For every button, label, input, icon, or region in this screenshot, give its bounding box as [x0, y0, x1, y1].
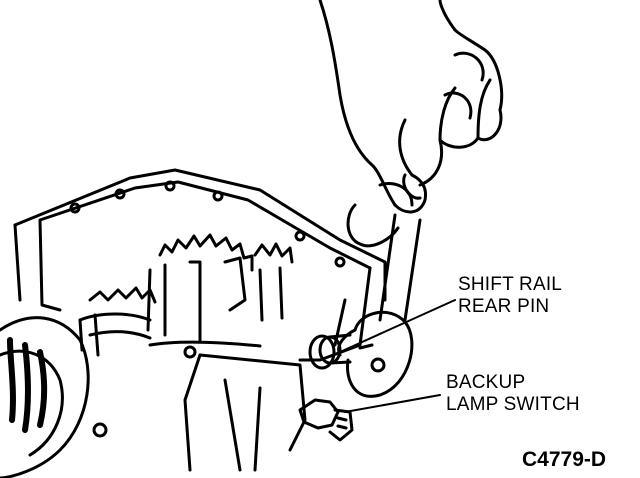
- leader-backup-switch: [344, 394, 441, 413]
- label-shift-rail-line2: REAR PIN: [458, 296, 550, 317]
- gear-cluster: [78, 233, 294, 357]
- label-backup-lamp-switch: BACKUP LAMP SWITCH: [446, 372, 580, 416]
- label-shift-rail-line1: SHIFT RAIL: [458, 274, 563, 295]
- figure-id: C4779-D: [522, 448, 607, 471]
- leader-shift-rail: [339, 299, 456, 353]
- backup-lamp-switch: [298, 398, 354, 442]
- label-shift-rail-rear-pin: SHIFT RAIL REAR PIN: [458, 274, 562, 318]
- leader-lines: [339, 299, 456, 413]
- label-backup-line1: BACKUP: [446, 372, 526, 393]
- bell-housing: [0, 316, 90, 478]
- hand: [318, 0, 504, 214]
- label-backup-line2: LAMP SWITCH: [446, 394, 580, 415]
- wrench: [337, 203, 422, 398]
